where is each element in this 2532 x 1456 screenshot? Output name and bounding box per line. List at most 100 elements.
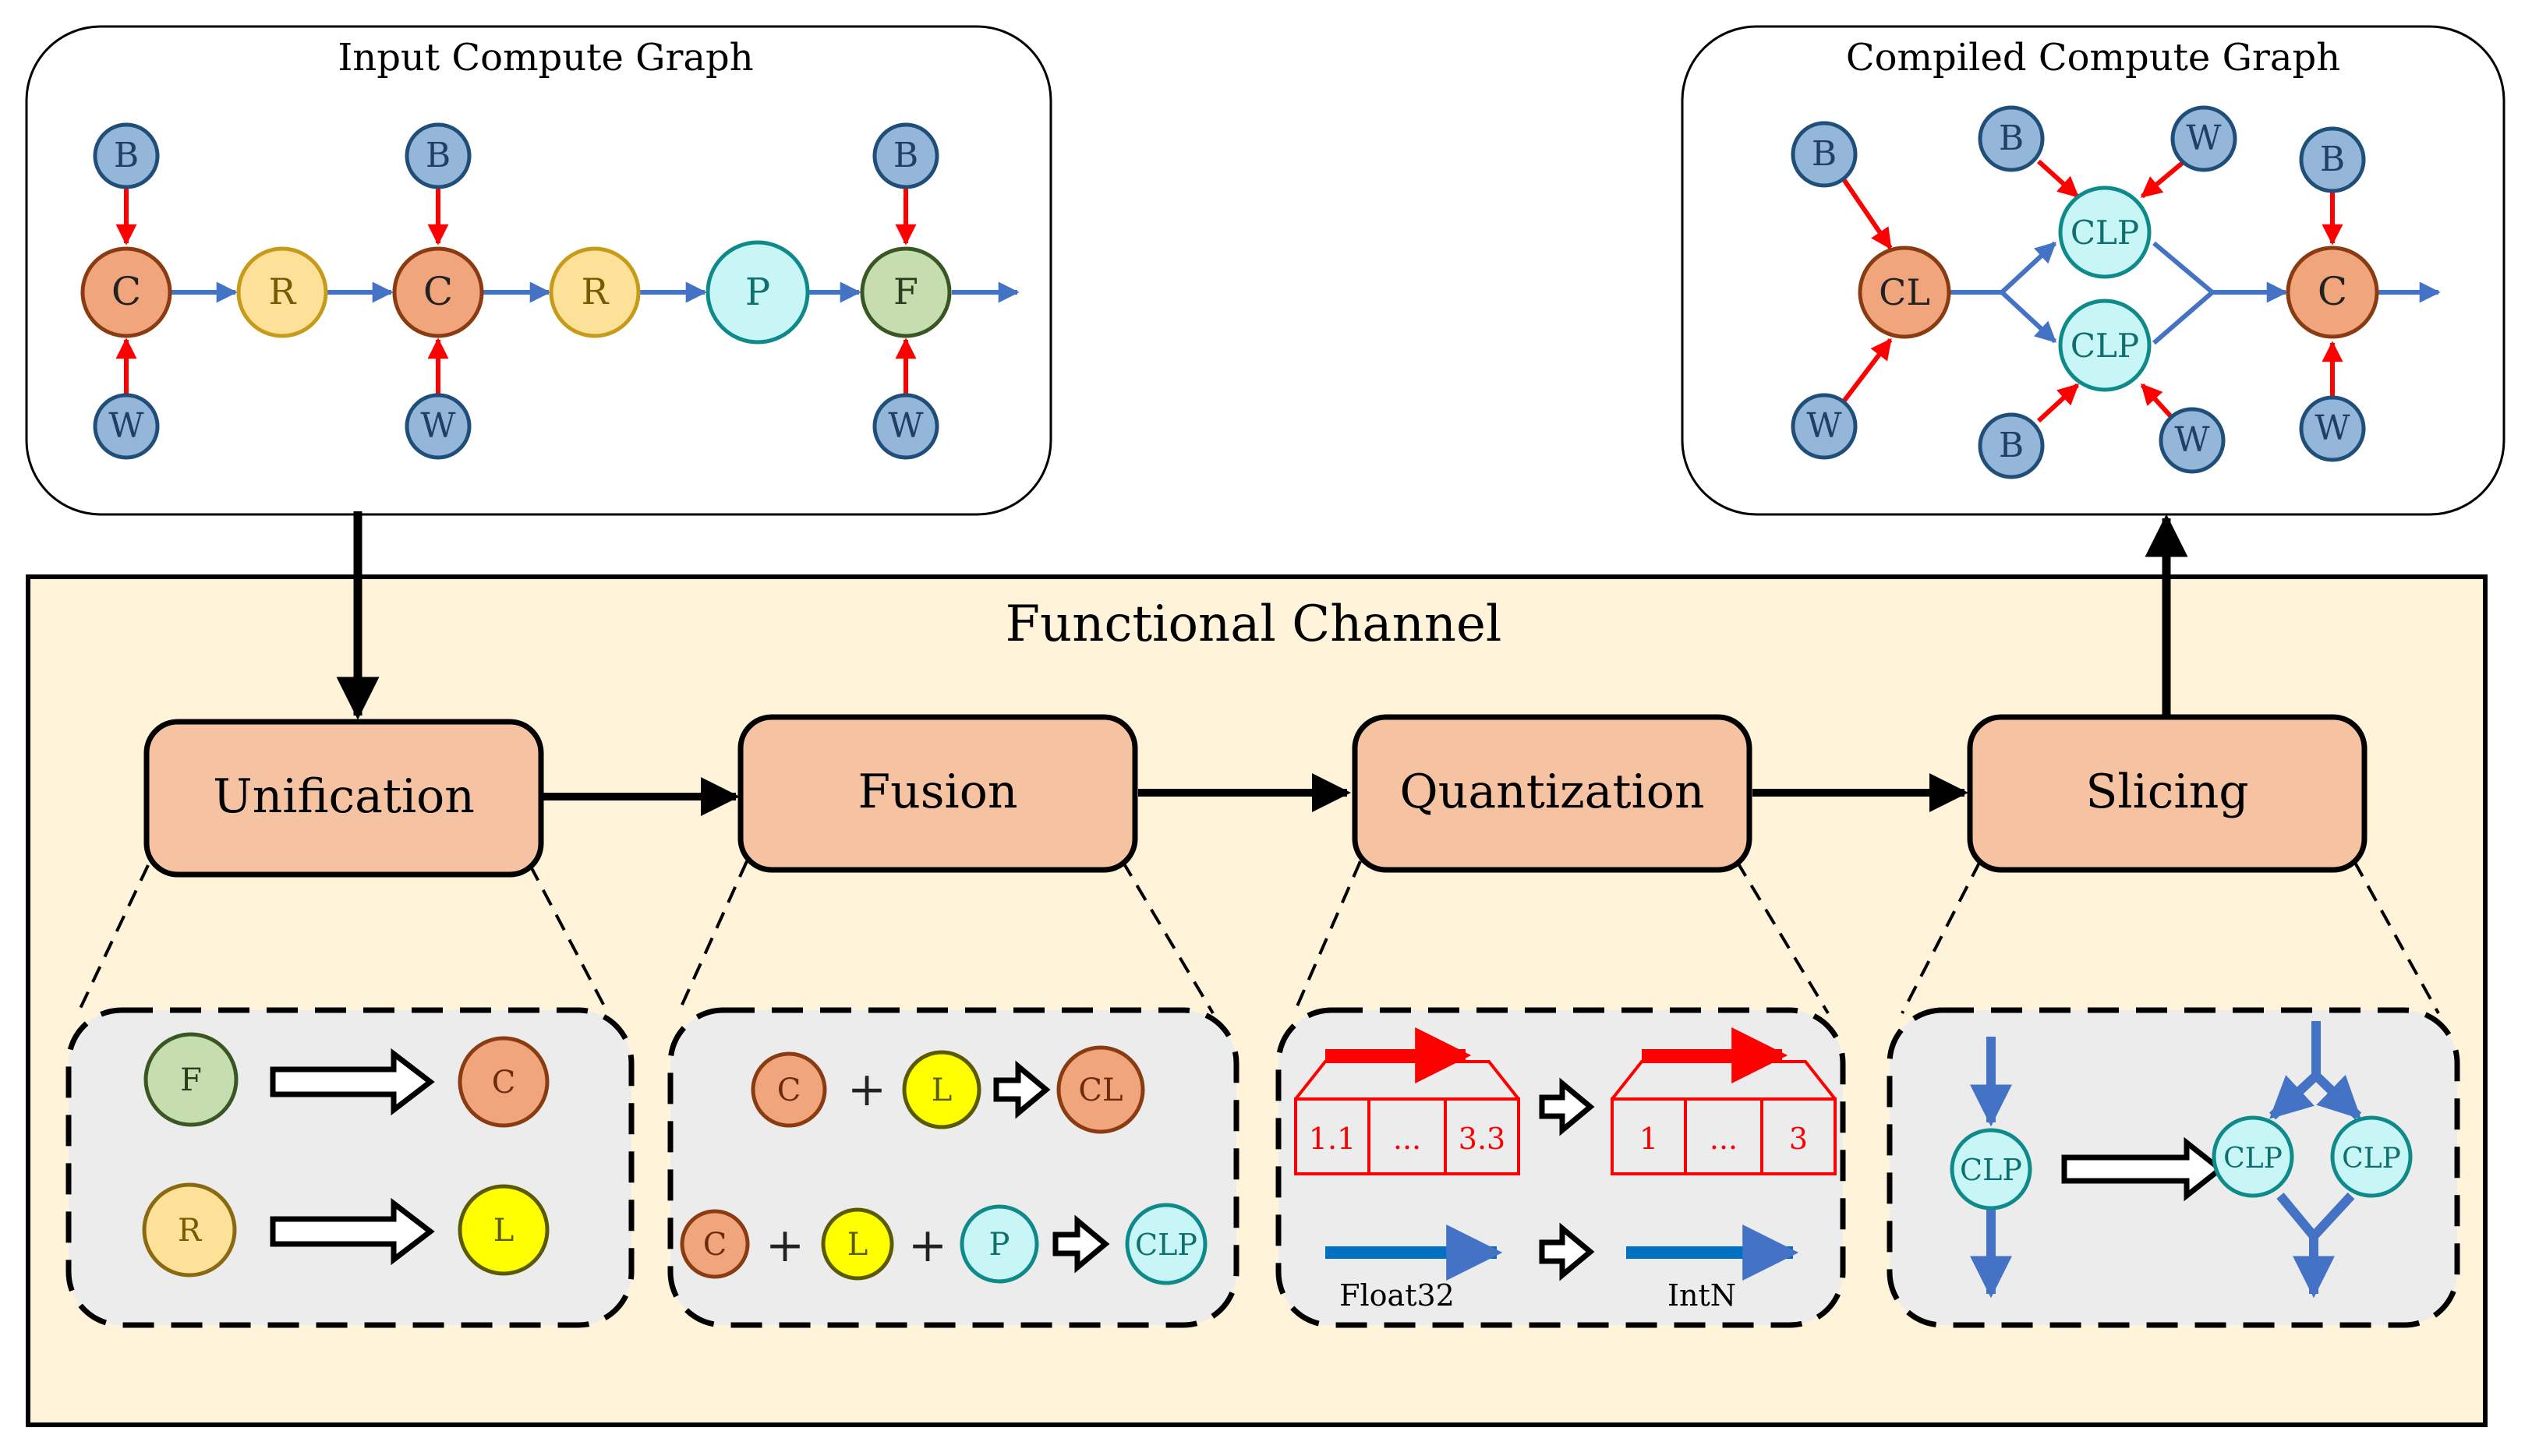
compiled-node-b4: B: [2299, 126, 2366, 193]
svg-text:W: W: [2186, 118, 2222, 158]
edge-cl-clpbot: [2000, 290, 2057, 344]
fusion-row2-c: C: [680, 1209, 750, 1279]
svg-text:B: B: [893, 136, 918, 175]
plus-sign: +: [847, 1062, 886, 1117]
svg-text:Quantization: Quantization: [1400, 765, 1705, 819]
int-cell-1: ...: [1710, 1122, 1738, 1156]
slice-split-edges: [2269, 1021, 2362, 1299]
svg-text:P: P: [745, 270, 770, 314]
svg-text:B: B: [2320, 140, 2345, 179]
svg-text:CL: CL: [1879, 271, 1930, 313]
svg-text:W: W: [2315, 408, 2350, 448]
svg-text:P: P: [989, 1227, 1010, 1263]
input-graph-title: Input Compute Graph: [338, 36, 753, 80]
compiled-node-clp-top: CLP: [2058, 186, 2152, 279]
svg-text:C: C: [423, 269, 453, 314]
svg-text:C: C: [703, 1227, 727, 1263]
compiled-node-c: C: [2286, 246, 2379, 339]
float-dtype-label: Float32: [1339, 1278, 1455, 1313]
stage-fusion: Fusion: [737, 714, 1138, 873]
stage-quantization: Quantization: [1352, 714, 1752, 873]
hollow-arrow-icon: [1539, 1077, 1595, 1136]
node-b2: B: [405, 122, 472, 189]
node-b1: B: [93, 122, 160, 189]
svg-text:L: L: [493, 1213, 515, 1249]
plus-sign: +: [766, 1218, 805, 1273]
edge-w2-clptop: [2140, 159, 2186, 199]
svg-text:C: C: [111, 269, 141, 314]
compiled-node-w1: W: [1791, 393, 1858, 460]
svg-text:W: W: [2174, 420, 2210, 460]
input-graph-edges: [115, 189, 1020, 394]
fusion-detail: C + L CL C + L + P CLP: [667, 1007, 1239, 1328]
fusion-row2-p: P: [960, 1204, 1039, 1284]
zoom-lines: [76, 860, 2440, 1015]
edge-clptop-merge: [2152, 241, 2214, 295]
float-cell-1: ...: [1393, 1122, 1421, 1156]
slice-split-left-clp: CLP: [2212, 1115, 2294, 1198]
svg-text:F: F: [180, 1062, 202, 1098]
hollow-arrow-icon: [270, 1197, 435, 1266]
compiled-node-cl: CL: [1858, 246, 1951, 339]
node-f1: F: [860, 246, 952, 338]
slice-split-right-clp: CLP: [2330, 1115, 2413, 1198]
svg-text:B: B: [1812, 134, 1837, 174]
node-w3: W: [872, 393, 939, 460]
quantization-detail: 1.1 ... 3.3 1 ... 3 Float32 IntN: [1275, 1007, 1846, 1328]
svg-text:CLP: CLP: [2223, 1143, 2283, 1175]
compiled-graph-panel: Compiled Compute Graph B CL: [1681, 25, 2505, 516]
svg-text:CLP: CLP: [1960, 1153, 2022, 1187]
node-b3: B: [872, 122, 939, 189]
node-r1: R: [236, 246, 328, 338]
svg-text:L: L: [847, 1227, 868, 1263]
edge-w3-clpbot: [2140, 383, 2177, 423]
hollow-arrow-icon: [1052, 1214, 1110, 1274]
compiled-node-b3: B: [1978, 412, 2045, 479]
svg-text:L: L: [932, 1073, 953, 1108]
unify-c-node: C: [458, 1036, 550, 1128]
node-w1: W: [93, 393, 160, 460]
svg-text:F: F: [893, 270, 918, 313]
node-c2: C: [392, 246, 484, 338]
hollow-arrow-icon: [270, 1048, 435, 1116]
svg-text:CL: CL: [1078, 1073, 1123, 1108]
int-cell-2: 3: [1789, 1122, 1808, 1156]
compiled-node-b1: B: [1791, 121, 1858, 188]
svg-text:R: R: [178, 1213, 203, 1249]
fusion-row1-l: L: [902, 1050, 981, 1129]
edge-w1-cl: [1841, 337, 1893, 403]
edge-b2-clptop: [2036, 159, 2080, 199]
compiled-node-clp-bottom: CLP: [2058, 299, 2152, 392]
svg-text:R: R: [269, 270, 297, 313]
svg-text:CLP: CLP: [2342, 1143, 2401, 1175]
stage-slicing: Slicing: [1967, 714, 2368, 873]
svg-text:W: W: [888, 406, 924, 446]
svg-text:W: W: [420, 406, 456, 446]
slice-single-clp: CLP: [1950, 1128, 2032, 1210]
float-cell-0: 1.1: [1309, 1122, 1356, 1156]
svg-text:CLP: CLP: [2071, 327, 2139, 365]
unify-l-node: L: [458, 1184, 550, 1276]
svg-text:CLP: CLP: [2071, 214, 2139, 252]
svg-text:CLP: CLP: [1135, 1228, 1197, 1262]
svg-text:R: R: [582, 270, 610, 313]
compiled-node-b2: B: [1978, 105, 2045, 172]
svg-text:B: B: [426, 136, 451, 175]
fusion-row2-clp: CLP: [1125, 1203, 1208, 1285]
edge-cl-clptop: [2000, 241, 2057, 295]
unification-detail: F C R L: [65, 1007, 635, 1328]
svg-text:B: B: [1999, 426, 2024, 465]
svg-text:W: W: [1806, 406, 1842, 446]
compiled-graph-title: Compiled Compute Graph: [1846, 36, 2340, 80]
node-p1: P: [705, 240, 810, 345]
fusion-row2-l: L: [821, 1207, 894, 1281]
edge-b1-cl: [1841, 178, 1893, 250]
stage-unification: Unification: [143, 719, 544, 878]
svg-text:W: W: [108, 406, 144, 446]
fusion-row1-cl: CL: [1056, 1045, 1145, 1134]
input-graph-panel: Input Compute Graph B C W: [25, 25, 1052, 516]
compiled-node-w2: W: [2170, 105, 2237, 172]
svg-text:C: C: [492, 1065, 516, 1101]
svg-text:Fusion: Fusion: [858, 765, 1017, 819]
fusion-row1-c: C: [751, 1051, 827, 1128]
